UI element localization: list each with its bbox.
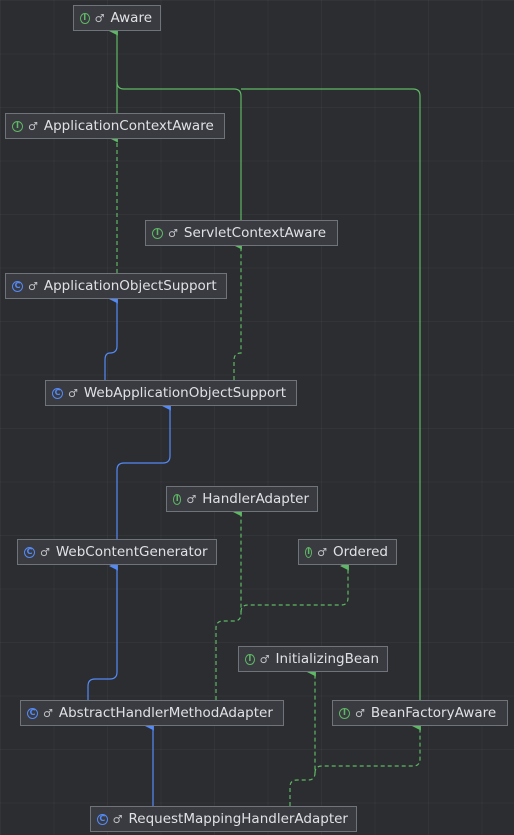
edge-web-application-object-support-to-application-object-support: [104, 294, 118, 380]
interface-icon: I: [245, 653, 255, 665]
node-initializing-bean[interactable]: I ♂ InitializingBean: [238, 646, 388, 672]
node-label: ServletContextAware: [183, 225, 327, 241]
interface-icon: I: [305, 546, 313, 558]
node-request-mapping-handler-adapter[interactable]: C ♂ RequestMappingHandlerAdapter: [90, 806, 357, 832]
node-label: WebApplicationObjectSupport: [83, 385, 287, 401]
edge-servlet-context-aware-to-aware: [116, 81, 242, 220]
node-label: ApplicationContextAware: [43, 118, 214, 134]
node-label: ApplicationObjectSupport: [43, 278, 217, 294]
node-web-application-object-support[interactable]: C ♂ WebApplicationObjectSupport: [45, 380, 297, 406]
interface-icon: I: [339, 707, 350, 719]
node-label: Aware: [110, 10, 152, 26]
visibility-icon: ♂: [355, 706, 365, 720]
node-handler-adapter[interactable]: I ♂ HandlerAdapter: [166, 486, 318, 512]
edge-request-mapping-handler-adapter-to-initializing-bean: [289, 667, 316, 806]
node-label: InitializingBean: [275, 651, 379, 667]
node-application-object-support[interactable]: C ♂ ApplicationObjectSupport: [5, 273, 227, 299]
visibility-icon: ♂: [28, 279, 38, 293]
class-icon: C: [24, 546, 35, 558]
node-label: Ordered: [333, 544, 388, 560]
interface-icon: I: [12, 120, 23, 132]
edge-abstract-handler-method-adapter-to-ordered: [240, 561, 349, 613]
visibility-icon: ♂: [43, 706, 53, 720]
node-bean-factory-aware[interactable]: I ♂ BeanFactoryAware: [332, 700, 508, 726]
edge-abstract-handler-method-adapter-to-web-content-generator: [87, 561, 118, 700]
interface-icon: I: [173, 493, 182, 505]
edge-request-mapping-handler-adapter-to-bean-factory-aware: [314, 721, 421, 774]
visibility-icon: ♂: [94, 11, 105, 25]
node-aware[interactable]: I ♂ Aware: [73, 5, 161, 31]
node-label: HandlerAdapter: [202, 491, 309, 507]
visibility-icon: ♂: [112, 812, 123, 826]
visibility-icon: ♂: [68, 386, 78, 400]
node-label: RequestMappingHandlerAdapter: [128, 811, 349, 827]
edge-web-content-generator-to-web-application-object-support: [116, 401, 171, 539]
node-label: BeanFactoryAware: [370, 705, 497, 721]
interface-icon: I: [152, 227, 163, 239]
node-application-context-aware[interactable]: I ♂ ApplicationContextAware: [5, 113, 225, 139]
node-abstract-handler-method-adapter[interactable]: C ♂ AbstractHandlerMethodAdapter: [20, 700, 284, 726]
visibility-icon: ♂: [259, 652, 270, 666]
visibility-icon: ♂: [317, 545, 328, 559]
visibility-icon: ♂: [28, 119, 38, 133]
node-web-content-generator[interactable]: C ♂ WebContentGenerator: [17, 539, 217, 565]
visibility-icon: ♂: [168, 226, 178, 240]
node-label: AbstractHandlerMethodAdapter: [58, 705, 273, 721]
node-label: WebContentGenerator: [55, 544, 208, 560]
interface-icon: I: [80, 12, 90, 24]
edge-web-application-object-support-to-servlet-context-aware: [232, 240, 242, 380]
class-icon: C: [97, 813, 108, 825]
visibility-icon: ♂: [186, 492, 197, 506]
node-ordered[interactable]: I ♂ Ordered: [298, 539, 397, 565]
class-icon: C: [12, 280, 23, 292]
class-icon: C: [27, 707, 38, 719]
visibility-icon: ♂: [40, 545, 50, 559]
class-icon: C: [52, 387, 63, 399]
node-servlet-context-aware[interactable]: I ♂ ServletContextAware: [145, 220, 338, 246]
edge-bean-factory-aware-to-aware: [241, 88, 421, 700]
